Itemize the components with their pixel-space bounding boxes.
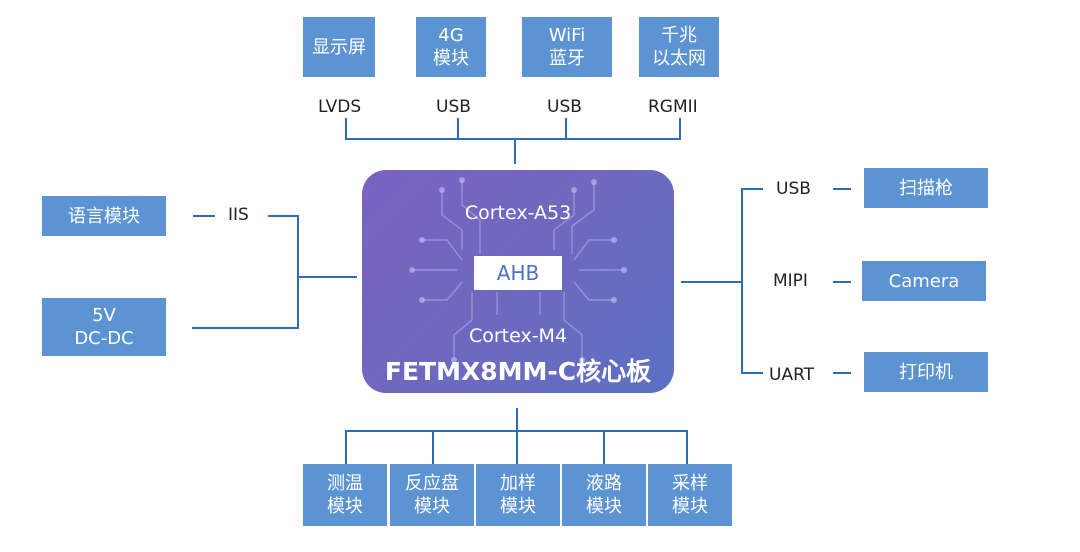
- core-board-title: FETMX8MM-C核心板: [384, 357, 652, 386]
- bottom-drop-4: [603, 430, 605, 464]
- dc-dc-box: 5V DC-DC: [42, 298, 166, 356]
- core-cpu-m4: Cortex-M4: [468, 325, 568, 347]
- temp-module-box: 测温 模块: [303, 464, 387, 526]
- dash-scanner: [833, 188, 851, 190]
- dcdc-connector: [192, 327, 299, 329]
- voice-module-box: 语言模块: [42, 196, 166, 236]
- top-bus-line: [345, 138, 681, 140]
- top-drop-3: [565, 118, 567, 140]
- right-stub-uart: [741, 372, 763, 374]
- bus-label-uart: UART: [769, 365, 815, 385]
- core-cpu-a53: Cortex-A53: [464, 202, 572, 224]
- gigabit-ethernet-box: 千兆 以太网: [639, 17, 719, 77]
- reaction-disk-module-box: 反应盘 模块: [390, 464, 474, 526]
- sampling-module-box: 采样 模块: [648, 464, 732, 526]
- ahb-bus-box: AHB: [474, 256, 562, 290]
- bus-label-iis: IIS: [228, 205, 249, 225]
- liquid-path-module-box: 液路 模块: [562, 464, 646, 526]
- bus-label-usb-wifi: USB: [547, 97, 582, 117]
- top-drop-1: [345, 118, 347, 140]
- iis-left-dash: [193, 215, 215, 217]
- bottom-drop-1: [345, 430, 347, 464]
- 4g-module-box: 4G 模块: [416, 17, 486, 77]
- circuit-pattern-icon: [409, 177, 627, 363]
- right-trunk-line: [681, 281, 743, 283]
- bottom-drop-3: [516, 430, 518, 464]
- left-vertical-line: [297, 215, 299, 329]
- core-board: Cortex-A53 AHB Cortex-M4 FETMX8MM-C核心板: [362, 170, 674, 393]
- scanner-box: 扫描枪: [864, 168, 988, 208]
- right-vertical-line: [741, 188, 743, 374]
- bus-label-rgmii: RGMII: [648, 97, 698, 117]
- bus-label-mipi: MIPI: [773, 271, 808, 291]
- bus-label-lvds: LVDS: [318, 97, 362, 117]
- right-stub-usb: [741, 188, 763, 190]
- wifi-bluetooth-box: WiFi 蓝牙: [522, 17, 612, 77]
- sample-adding-module-box: 加样 模块: [476, 464, 560, 526]
- bus-label-usb-4g: USB: [436, 97, 471, 117]
- bottom-trunk-line: [516, 408, 518, 432]
- top-drop-2: [457, 118, 459, 140]
- bottom-drop-2: [432, 430, 434, 464]
- display-module-box: 显示屏: [303, 17, 375, 77]
- bottom-drop-5: [686, 430, 688, 464]
- left-trunk-line: [297, 276, 357, 278]
- camera-box: Camera: [862, 261, 986, 301]
- printer-box: 打印机: [864, 352, 988, 392]
- dash-camera: [833, 281, 851, 283]
- top-drop-4: [679, 118, 681, 140]
- top-trunk-line: [514, 138, 516, 164]
- iis-right-stub: [268, 215, 299, 217]
- bus-label-usb-scanner: USB: [776, 179, 811, 199]
- dash-printer: [833, 372, 851, 374]
